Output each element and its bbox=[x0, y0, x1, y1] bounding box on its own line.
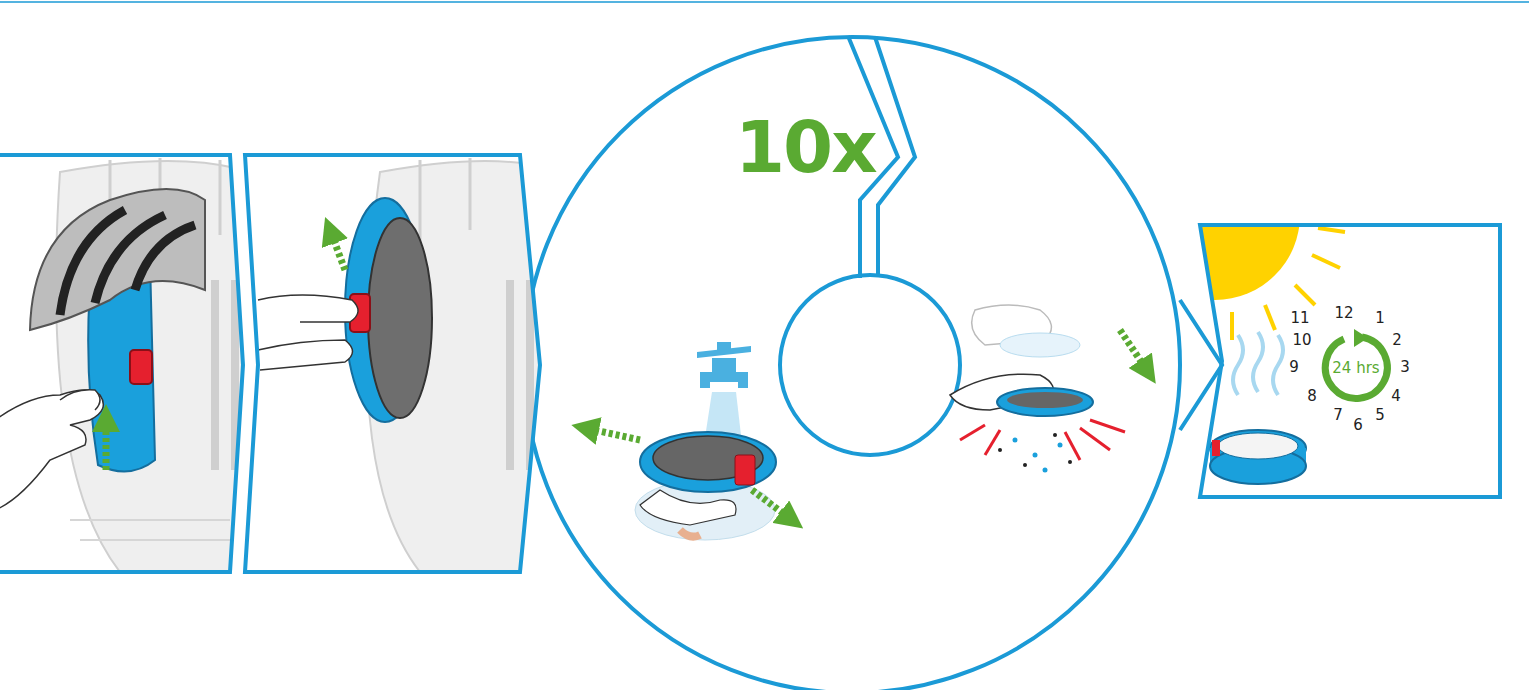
clock-number: 1 bbox=[1375, 309, 1385, 327]
clock-number: 8 bbox=[1307, 387, 1317, 405]
panel-outline bbox=[245, 155, 540, 572]
clock-number: 12 bbox=[1334, 304, 1353, 322]
clock-number: 5 bbox=[1375, 406, 1385, 424]
cycle-circle: 10x bbox=[520, 35, 1185, 690]
panel-remove-cover bbox=[0, 158, 250, 572]
panel-outline bbox=[0, 155, 243, 572]
panel-pull-filter bbox=[258, 158, 560, 572]
duration-text: 24 hrs bbox=[1332, 359, 1379, 377]
panel-outline bbox=[1200, 225, 1500, 497]
clock-number: 11 bbox=[1290, 309, 1309, 327]
clock-number: 9 bbox=[1289, 358, 1299, 376]
clock-number: 10 bbox=[1292, 331, 1311, 349]
repeat-count: 10x bbox=[735, 105, 876, 189]
clock-number: 2 bbox=[1392, 331, 1402, 349]
clock-number: 4 bbox=[1391, 387, 1401, 405]
chevron bbox=[1180, 300, 1222, 430]
top-rule bbox=[0, 1, 1529, 3]
clock-number: 3 bbox=[1400, 358, 1410, 376]
timer-ring: 24 hrs bbox=[1320, 332, 1392, 404]
clock-number: 6 bbox=[1353, 416, 1363, 434]
clock-number: 7 bbox=[1333, 406, 1343, 424]
